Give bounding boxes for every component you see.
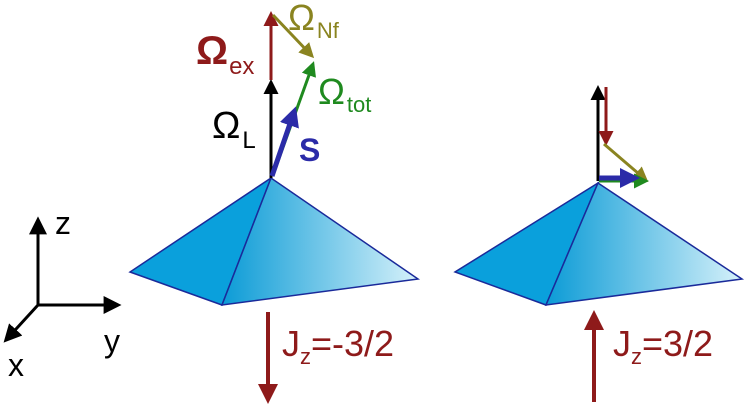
right-omega-nf-arrow	[603, 142, 649, 182]
left-pyramid-face-front-right	[220, 176, 421, 306]
axis-x-line	[3, 303, 40, 343]
axis-y-label: y	[104, 323, 120, 359]
jz-right-label: Jz=3/2	[613, 323, 713, 369]
right-vectors	[590, 85, 649, 189]
spin-arrow	[269, 106, 299, 177]
omega-l-label: ΩL	[212, 105, 256, 154]
omega-ex-label: Ωex	[196, 29, 254, 80]
right-pyramid	[453, 181, 745, 306]
coordinate-axes	[3, 216, 122, 343]
omega-nf-label: ΩNf	[288, 0, 340, 43]
omega-nf-arrow	[271, 13, 315, 59]
left-vectors	[263, 11, 316, 178]
jz-left-label: Jz=-3/2	[282, 323, 394, 369]
omega-tot-label: Ωtot	[318, 71, 371, 117]
axis-z-label: z	[55, 205, 71, 241]
right-pyramid-face-front-right	[544, 181, 745, 306]
spin-label: S	[299, 132, 320, 168]
left-pyramid	[128, 176, 421, 306]
axis-x-label: x	[8, 347, 24, 383]
